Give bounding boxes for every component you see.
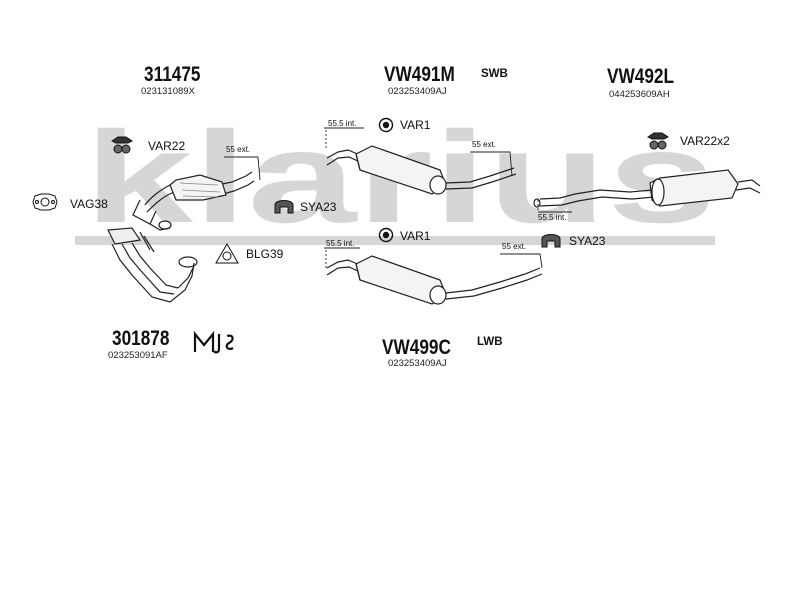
dimension-label: 55.5 int. xyxy=(538,213,567,222)
dimension-label: 55 ext. xyxy=(472,140,497,149)
swb-tag: SWB xyxy=(481,68,508,80)
clamp-icon xyxy=(646,130,670,155)
dimension-label: 55 ext. xyxy=(502,242,527,251)
watermark-bar xyxy=(75,236,715,245)
fitting-label-var1-bottom: VAR1 xyxy=(400,229,431,243)
gasket-icon xyxy=(32,193,58,216)
part-ref-301878: 023253091AF xyxy=(108,350,168,361)
part-ref-vw499c: 023253409AJ xyxy=(388,358,447,369)
dimension-label: 55.5 int. xyxy=(328,119,357,128)
ring-icon xyxy=(378,227,394,248)
fitting-label-var22: VAR22 xyxy=(148,139,186,153)
dimension-label: 55 ext. xyxy=(226,145,251,154)
dimension-lines xyxy=(224,127,572,269)
mj-logo-icon xyxy=(193,330,241,360)
fitting-label-var22x2: VAR22x2 xyxy=(680,134,730,148)
part-code-vw499c: VW499C xyxy=(382,336,451,359)
fitting-label-vag38: VAG38 xyxy=(70,197,108,211)
fitting-label-sya23-right: SYA23 xyxy=(569,234,606,248)
part-code-311475: 311475 xyxy=(144,63,201,86)
clamp-icon xyxy=(110,134,134,159)
silencer-vw492l xyxy=(533,169,761,208)
part-code-301878: 301878 xyxy=(112,327,170,350)
flange-gasket-icon xyxy=(215,243,239,270)
part-code-vw492l: VW492L xyxy=(607,65,674,88)
rubber-mount-icon xyxy=(540,231,562,254)
fitting-label-sya23-top: SYA23 xyxy=(300,200,337,214)
fitting-label-var1-top: VAR1 xyxy=(400,118,431,132)
silencer-vw491m xyxy=(326,145,517,195)
ring-icon xyxy=(378,117,394,138)
part-ref-vw492l: 044253609AH xyxy=(609,89,670,100)
part-code-vw491m: VW491M xyxy=(384,63,455,86)
rubber-mount-icon xyxy=(273,197,295,220)
fitting-label-blg39: BLG39 xyxy=(246,247,284,261)
front-pipe xyxy=(107,227,198,303)
dimension-label: 55.5 int. xyxy=(326,239,355,248)
part-ref-vw491m: 023253409AJ xyxy=(388,86,447,97)
silencer-vw499c xyxy=(326,255,543,305)
part-ref-311475: 023131089X xyxy=(141,86,195,97)
catalytic-converter xyxy=(132,171,255,231)
lwb-tag: LWB xyxy=(477,336,503,348)
